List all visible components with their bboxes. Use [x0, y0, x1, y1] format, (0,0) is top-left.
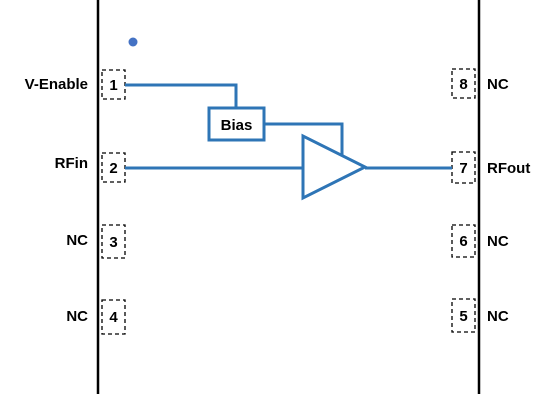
pin-6-box — [451, 224, 476, 258]
pin-3: 3 NC — [66, 224, 126, 259]
pin-8: 8 NC — [451, 68, 509, 99]
pin-8-box — [451, 68, 476, 99]
pin1-indicator-dot — [128, 37, 138, 47]
pin-1-label: V-Enable — [25, 76, 88, 93]
pin-7-label: RFout — [487, 160, 530, 177]
pin-1-number: 1 — [109, 77, 117, 94]
pin-7-number: 7 — [459, 160, 467, 177]
bias-wire — [264, 122, 344, 155]
pin-2-label: RFin — [55, 155, 88, 172]
pin-1: 1 V-Enable — [25, 69, 126, 100]
pin-4-number: 4 — [109, 309, 118, 326]
pin-3-label: NC — [66, 232, 88, 249]
pin-7: 7 RFout — [451, 151, 530, 184]
pin-5-label: NC — [487, 308, 509, 325]
enable-wire — [125, 83, 238, 108]
pin-6-number: 6 — [459, 233, 467, 250]
pin-8-number: 8 — [459, 76, 467, 93]
amplifier-triangle-icon — [301, 133, 369, 201]
pin-2-number: 2 — [109, 160, 117, 177]
pin-6-label: NC — [487, 233, 509, 250]
pin-5-number: 5 — [459, 308, 467, 325]
bias-label: Bias — [221, 117, 253, 134]
pin-8-label: NC — [487, 76, 509, 93]
pin-2: 2 RFin — [55, 152, 126, 183]
pin-4-label: NC — [66, 308, 88, 325]
pin-4: 4 NC — [66, 299, 126, 335]
bias-block — [207, 106, 266, 142]
pin-6: 6 NC — [451, 224, 509, 258]
pin-3-number: 3 — [109, 234, 117, 251]
pin-5: 5 NC — [451, 298, 509, 333]
